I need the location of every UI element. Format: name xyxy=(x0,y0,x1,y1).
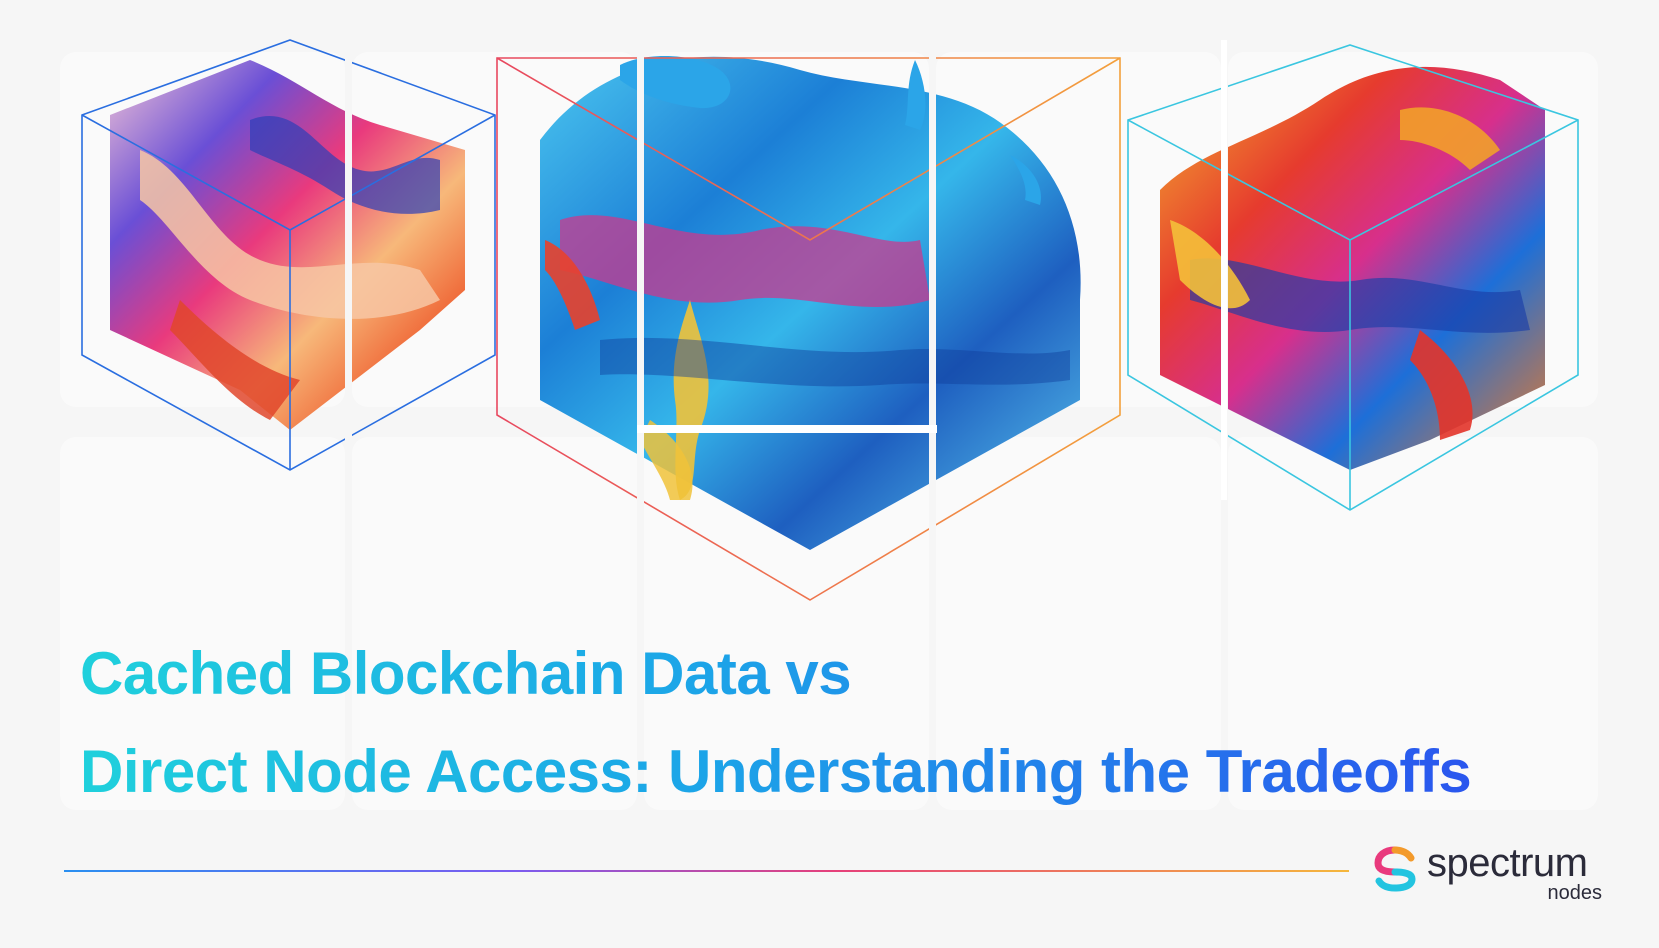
title-line-1: Cached Blockchain Data vs xyxy=(80,640,852,707)
background-tile xyxy=(60,437,345,810)
brand-name: spectrum xyxy=(1427,841,1588,885)
gradient-divider xyxy=(64,870,1349,872)
paint-splash-left xyxy=(110,60,465,430)
left-cube xyxy=(81,39,496,471)
page-title: Cached Blockchain Data vs Direct Node Ac… xyxy=(80,625,1471,821)
brand-subtitle: nodes xyxy=(1547,882,1603,904)
center-cube xyxy=(496,55,1121,601)
background-tile xyxy=(352,437,637,810)
right-cube xyxy=(1127,44,1579,511)
spectrum-logo-icon xyxy=(1374,846,1416,892)
title-line-2: Direct Node Access: Understanding the Tr… xyxy=(80,738,1472,805)
background-tile xyxy=(936,437,1221,810)
background-tile xyxy=(1228,437,1598,810)
brand-logo[interactable]: spectrum nodes xyxy=(1372,841,1603,904)
